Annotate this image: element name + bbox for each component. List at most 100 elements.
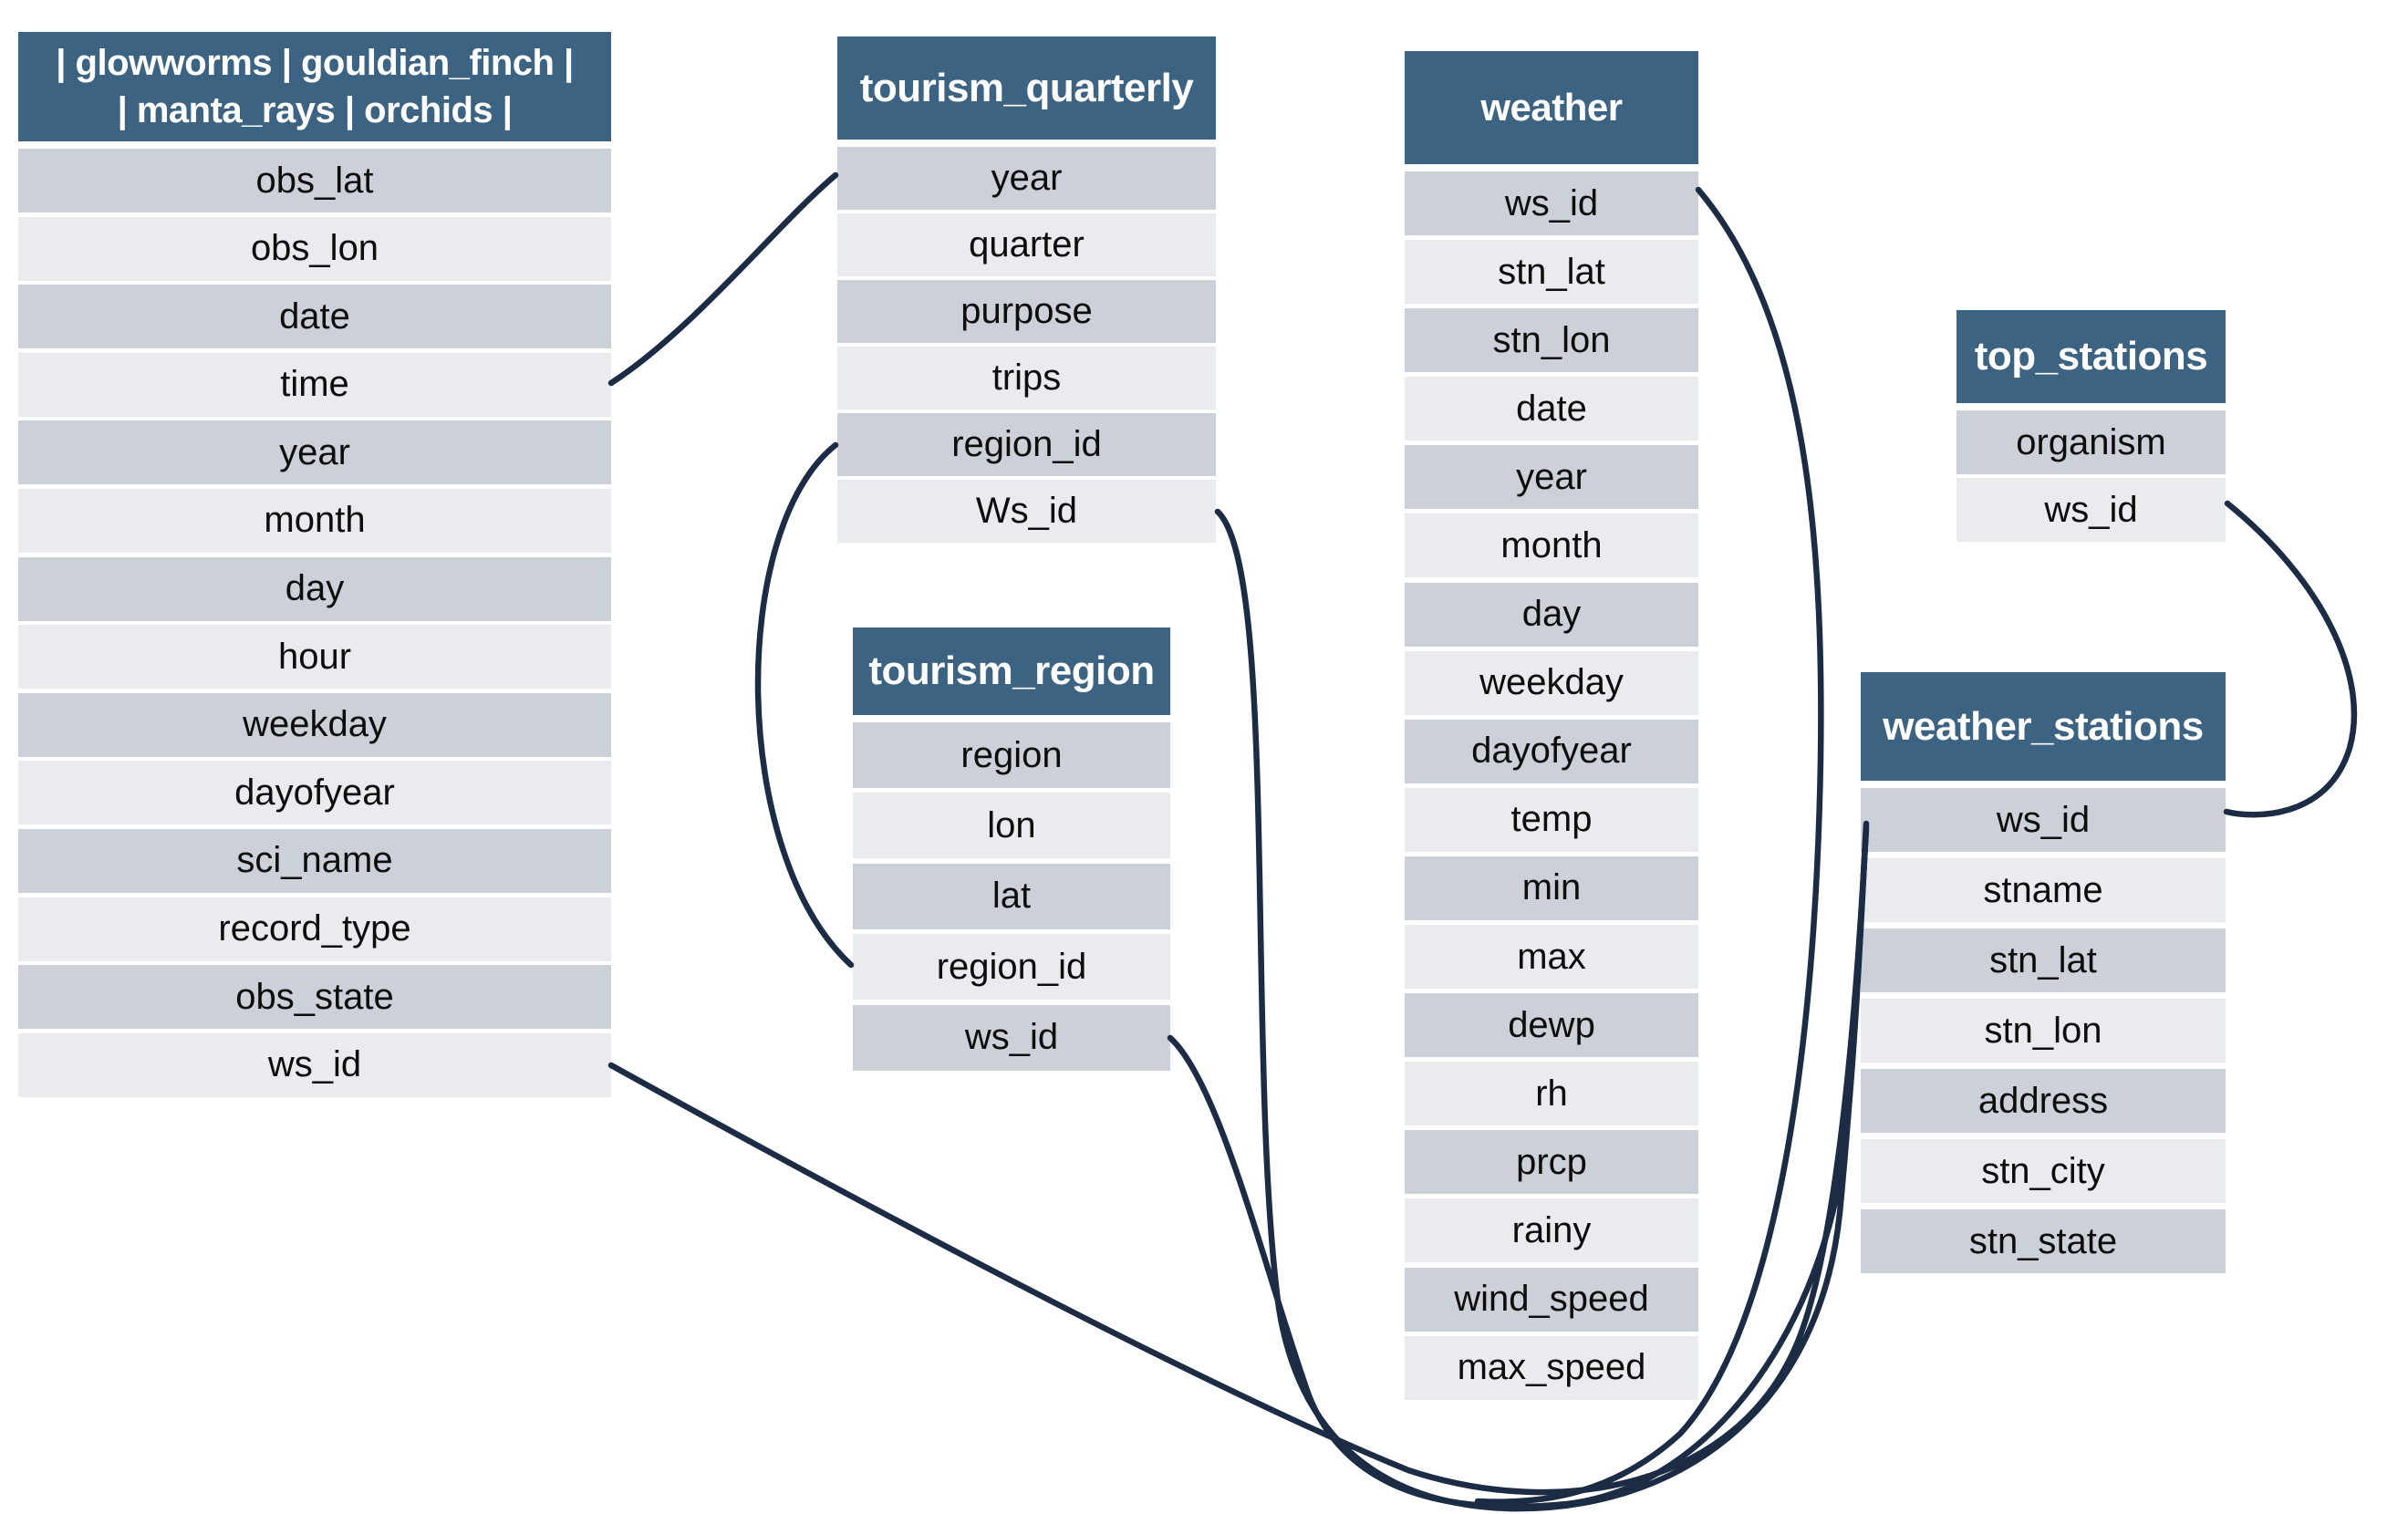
field-label: rainy bbox=[1511, 1209, 1592, 1250]
field-row-month: month bbox=[18, 488, 611, 553]
field-row-region: region bbox=[853, 722, 1170, 788]
field-label: obs_state bbox=[235, 976, 394, 1017]
table-header-weather_stations: weather_stations bbox=[1861, 672, 2226, 781]
table-title: tourism_quarterly bbox=[859, 65, 1194, 110]
field-label: address bbox=[1977, 1080, 2109, 1121]
field-label: temp bbox=[1510, 799, 1593, 840]
field-row-stn_lat: stn_lat bbox=[1405, 240, 1698, 305]
field-row-stn_state: stn_state bbox=[1861, 1209, 2226, 1273]
field-row-day: day bbox=[18, 556, 611, 621]
table-header-weather: weather bbox=[1405, 51, 1698, 164]
field-label: region bbox=[960, 734, 1063, 775]
field-row-temp: temp bbox=[1405, 787, 1698, 852]
field-row-weekday: weekday bbox=[1405, 650, 1698, 715]
field-row-year: year bbox=[1405, 445, 1698, 510]
field-row-region_id: region_id bbox=[853, 934, 1170, 1001]
field-label: ws_id bbox=[1504, 182, 1599, 223]
table-header-top_stations: top_stations bbox=[1956, 310, 2226, 403]
field-label: prcp bbox=[1516, 1141, 1587, 1182]
field-label: dayofyear bbox=[234, 772, 395, 813]
table-title: | glowworms | gouldian_finch | bbox=[56, 43, 574, 83]
field-label: min bbox=[1521, 867, 1582, 908]
field-row-time: time bbox=[18, 352, 611, 417]
field-row-ws_id: ws_id bbox=[18, 1032, 611, 1097]
field-label: ws_id bbox=[2044, 489, 2138, 530]
field-label: lat bbox=[991, 876, 1032, 917]
field-label: weekday bbox=[243, 704, 387, 745]
field-row-lon: lon bbox=[853, 793, 1170, 859]
field-label: stn_state bbox=[1968, 1220, 2118, 1261]
field-label: dewp bbox=[1508, 1004, 1595, 1045]
field-row-rh: rh bbox=[1405, 1062, 1698, 1126]
field-label: stn_lat bbox=[1989, 939, 2097, 980]
connector-time-to-year bbox=[607, 171, 839, 387]
field-row-ws_id: ws_id bbox=[1956, 478, 2226, 542]
field-label: weekday bbox=[1479, 662, 1624, 703]
field-row-address: address bbox=[1861, 1069, 2226, 1133]
field-label: month bbox=[264, 500, 366, 541]
field-label: obs_lon bbox=[250, 228, 379, 269]
field-row-stn_lat: stn_lat bbox=[1861, 928, 2226, 992]
field-label: region_id bbox=[951, 424, 1102, 464]
field-row-year: year bbox=[18, 420, 611, 485]
table-title: top_stations bbox=[1974, 334, 2208, 379]
field-label: stn_lat bbox=[1498, 251, 1605, 292]
field-row-ws_id: Ws_id bbox=[837, 480, 1216, 543]
table-title: tourism_region bbox=[868, 648, 1155, 694]
field-row-max: max bbox=[1405, 925, 1698, 990]
field-row-stn_lon: stn_lon bbox=[1405, 308, 1698, 373]
field-row-dayofyear: dayofyear bbox=[1405, 719, 1698, 783]
field-label: ws_id bbox=[964, 1017, 1059, 1058]
field-label: Ws_id bbox=[975, 491, 1078, 531]
field-row-obs_lat: obs_lat bbox=[18, 149, 611, 213]
field-row-rainy: rainy bbox=[1405, 1198, 1698, 1263]
field-label: purpose bbox=[960, 291, 1093, 331]
field-row-stname: stname bbox=[1861, 858, 2226, 922]
field-label: dayofyear bbox=[1471, 731, 1632, 772]
field-row-weekday: weekday bbox=[18, 692, 611, 757]
field-row-dayofyear: dayofyear bbox=[18, 761, 611, 825]
field-row-quarter: quarter bbox=[837, 213, 1216, 276]
field-label: stname bbox=[1983, 869, 2103, 910]
field-row-ws_id: ws_id bbox=[1861, 788, 2226, 852]
field-label: date bbox=[279, 296, 350, 337]
field-row-date: date bbox=[1405, 377, 1698, 441]
field-row-day: day bbox=[1405, 582, 1698, 647]
field-rows: organism ws_id bbox=[1956, 410, 2226, 542]
table-title: | manta_rays | orchids | bbox=[117, 90, 513, 130]
field-row-min: min bbox=[1405, 856, 1698, 920]
field-label: rh bbox=[1535, 1073, 1568, 1114]
field-label: wind_speed bbox=[1454, 1279, 1649, 1319]
table-title: weather bbox=[1480, 85, 1623, 129]
field-label: region_id bbox=[936, 946, 1087, 987]
field-row-wind_speed: wind_speed bbox=[1405, 1267, 1698, 1332]
field-label: organism bbox=[2016, 421, 2166, 462]
field-label: ws_id bbox=[267, 1044, 362, 1085]
table-header-tourism_quarterly: tourism_quarterly bbox=[837, 36, 1216, 140]
table-header-tourism_region: tourism_region bbox=[853, 627, 1170, 715]
connector-top-wsid-to-ws bbox=[2223, 500, 2358, 818]
field-row-obs_state: obs_state bbox=[18, 965, 611, 1030]
field-label: time bbox=[280, 364, 349, 405]
field-label: date bbox=[1516, 388, 1587, 429]
field-label: quarter bbox=[969, 224, 1085, 264]
field-row-hour: hour bbox=[18, 625, 611, 690]
table-header-biodiversity: | glowworms | gouldian_finch | | manta_ra… bbox=[18, 32, 611, 141]
field-row-obs_lon: obs_lon bbox=[18, 216, 611, 281]
field-row-sci_name: sci_name bbox=[18, 828, 611, 893]
field-row-purpose: purpose bbox=[837, 280, 1216, 343]
field-label: max bbox=[1517, 936, 1586, 977]
field-label: stn_city bbox=[1981, 1150, 2105, 1191]
field-row-stn_city: stn_city bbox=[1861, 1139, 2226, 1203]
field-label: month bbox=[1500, 524, 1603, 565]
field-label: stn_lon bbox=[1984, 1010, 2102, 1051]
field-row-date: date bbox=[18, 285, 611, 349]
table-title: weather_stations bbox=[1883, 703, 2204, 749]
